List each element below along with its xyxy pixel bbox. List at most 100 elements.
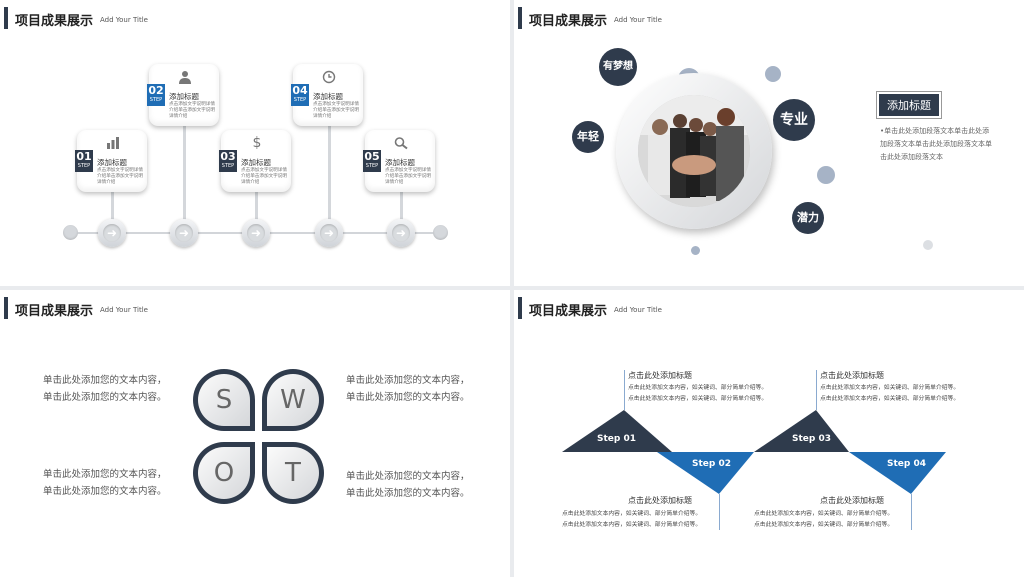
search-icon	[393, 136, 409, 150]
swot-letter-s: S	[198, 374, 250, 426]
decor-dot	[691, 246, 700, 255]
bubble-dream: 有梦想	[599, 48, 637, 86]
swot-petal-t[interactable]: T	[262, 442, 324, 504]
triangle-step-02	[657, 452, 754, 494]
timeline-stem	[400, 192, 403, 220]
team-photo	[638, 95, 750, 207]
swot-letter-w: W	[267, 374, 319, 426]
slide-steps[interactable]: 项目成果展示 Add Your Title Step 01 Step 02 St…	[514, 290, 1024, 577]
decor-dot	[923, 240, 933, 250]
connector-line	[816, 370, 817, 410]
triangle-step-01	[562, 410, 672, 452]
timeline-end-dot	[433, 225, 448, 240]
step-triangles	[562, 410, 946, 494]
swot-text-t: 单击此处添加您的文本内容，单击此处添加您的文本内容。	[346, 471, 470, 499]
step-card-desc: 点击添加文字说明详情介绍单击添加文字说明详情介绍	[385, 168, 431, 185]
header-accent-bar	[4, 7, 8, 29]
arrow-node-4[interactable]: ➜	[315, 219, 343, 247]
timeline-stem	[328, 126, 331, 220]
bubble-professional: 专业	[773, 99, 815, 141]
step-block-text: 点击此处添加文本内容，如关键词、部分简单介绍等。点击此处添加文本内容，如关键词、…	[562, 511, 702, 528]
slide-title: 项目成果展示	[529, 304, 608, 319]
slide-subtitle: Add Your Title	[100, 16, 148, 24]
connector-line	[624, 370, 625, 410]
swot-letter-o: O	[198, 447, 250, 499]
connector-line	[719, 494, 720, 530]
decor-dot	[817, 166, 835, 184]
arrow-right-icon: ➜	[178, 226, 190, 240]
header-accent-bar	[518, 7, 522, 29]
step-block-text: 点击此处添加文本内容，如关键词、部分简单介绍等。点击此处添加文本内容，如关键词、…	[820, 385, 960, 402]
step-card-title: 添加标题	[385, 158, 415, 167]
clock-icon	[321, 70, 337, 84]
step-block-title: 点击此处添加标题	[628, 371, 692, 380]
header-accent-bar	[518, 297, 522, 319]
arrow-node-3[interactable]: ➜	[242, 219, 270, 247]
step-label-01: Step 01	[597, 434, 636, 444]
slide-title: 项目成果展示	[15, 14, 94, 29]
slide-subtitle: Add Your Title	[614, 306, 662, 314]
slide-subtitle: Add Your Title	[100, 306, 148, 314]
slide-subtitle: Add Your Title	[614, 16, 662, 24]
step-card-title: 添加标题	[241, 158, 271, 167]
bar-chart-icon	[105, 136, 121, 150]
bubble-potential: 潜力	[792, 202, 824, 234]
swot-text-w: 单击此处添加您的文本内容，单击此处添加您的文本内容。	[346, 375, 470, 403]
bubble-young: 年轻	[572, 121, 604, 153]
slide-swot[interactable]: 项目成果展示 Add Your Title 单击此处添加您的文本内容，单击此处添…	[0, 290, 510, 577]
step-label-02: Step 02	[692, 459, 731, 469]
arrow-right-icon: ➜	[323, 226, 335, 240]
timeline-stem	[111, 192, 114, 220]
arrow-node-5[interactable]: ➜	[387, 219, 415, 247]
slide-team[interactable]: 项目成果展示 Add Your Title 有梦想 年轻 专业 潜力 添加标题 …	[514, 0, 1024, 286]
arrow-right-icon: ➜	[106, 226, 118, 240]
step-card-title: 添加标题	[97, 158, 127, 167]
step-block-title: 点击此处添加标题	[820, 496, 884, 505]
step-card-title: 添加标题	[169, 92, 199, 101]
arrow-node-1[interactable]: ➜	[98, 219, 126, 247]
triangle-step-03	[754, 410, 849, 452]
swot-letter-t: T	[267, 447, 319, 499]
decor-dot	[765, 66, 781, 82]
step-label-04: Step 04	[887, 459, 926, 469]
add-title-tag[interactable]: 添加标题	[877, 92, 941, 118]
swot-petal-o[interactable]: O	[193, 442, 255, 504]
step-block-text: 点击此处添加文本内容，如关键词、部分简单介绍等。点击此处添加文本内容，如关键词、…	[754, 511, 894, 528]
arrow-right-icon: ➜	[395, 226, 407, 240]
step-card-desc: 点击添加文字说明详情介绍单击添加文字说明详情介绍	[241, 168, 287, 185]
swot-petal-s[interactable]: S	[193, 369, 255, 431]
user-icon	[177, 70, 193, 84]
swot-text-o: 单击此处添加您的文本内容，单击此处添加您的文本内容。	[43, 469, 167, 497]
step-label-03: Step 03	[792, 434, 831, 444]
swot-text-s: 单击此处添加您的文本内容，单击此处添加您的文本内容。	[43, 375, 167, 403]
photo-frame	[616, 73, 772, 229]
timeline-stem	[255, 192, 258, 220]
step-card-desc: 点击添加文字说明详情介绍单击添加文字说明详情介绍	[169, 102, 215, 119]
step-card-title: 添加标题	[313, 92, 343, 101]
timeline-stem	[183, 126, 186, 220]
slide-title: 项目成果展示	[15, 304, 94, 319]
swot-petal-w[interactable]: W	[262, 369, 324, 431]
timeline-start-dot	[63, 225, 78, 240]
step-block-title: 点击此处添加标题	[820, 371, 884, 380]
step-block-text: 点击此处添加文本内容，如关键词、部分简单介绍等。点击此处添加文本内容，如关键词、…	[628, 385, 768, 402]
step-block-title: 点击此处添加标题	[628, 496, 692, 505]
slide-title: 项目成果展示	[529, 14, 608, 29]
step-card-desc: 点击添加文字说明详情介绍单击添加文字说明详情介绍	[97, 168, 143, 185]
step-card-desc: 点击添加文字说明详情介绍单击添加文字说明详情介绍	[313, 102, 359, 119]
arrow-node-2[interactable]: ➜	[170, 219, 198, 247]
dollar-icon: $	[252, 135, 262, 151]
header-accent-bar	[4, 297, 8, 319]
connector-line	[911, 494, 912, 530]
